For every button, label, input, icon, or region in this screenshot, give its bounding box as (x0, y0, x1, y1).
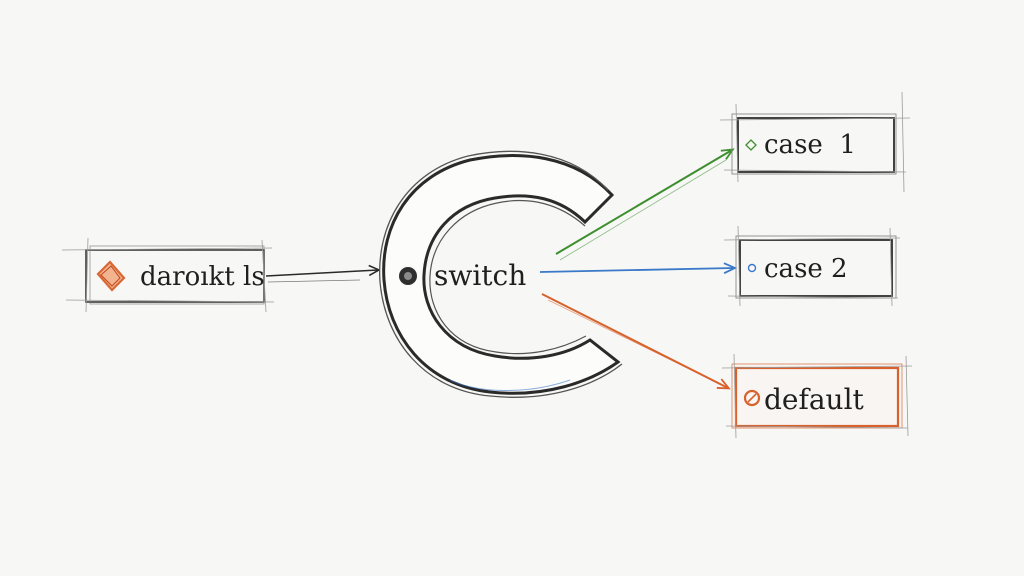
default-label: default (764, 383, 865, 416)
case1-node: case 1 (719, 91, 911, 193)
diamond-icon (96, 260, 126, 292)
case2-bullet-icon (747, 263, 757, 273)
case1-label: case 1 (764, 130, 856, 160)
case1-bullet-icon (745, 139, 757, 151)
switch-node: switch (379, 150, 623, 398)
case1-arrow (555, 150, 732, 261)
default-node: default (721, 353, 913, 439)
default-bullet-icon (743, 389, 761, 407)
input-node: daroıkt ls (61, 237, 275, 313)
input-to-switch-arrow (265, 270, 378, 283)
case2-arrow (539, 268, 734, 272)
input-label: daroıkt ls (140, 262, 265, 292)
switch-node-icon (399, 267, 417, 285)
default-arrow (541, 293, 728, 388)
switch-label: switch (434, 259, 526, 292)
case2-label: case 2 (764, 254, 848, 284)
case2-node: case 2 (723, 225, 901, 307)
